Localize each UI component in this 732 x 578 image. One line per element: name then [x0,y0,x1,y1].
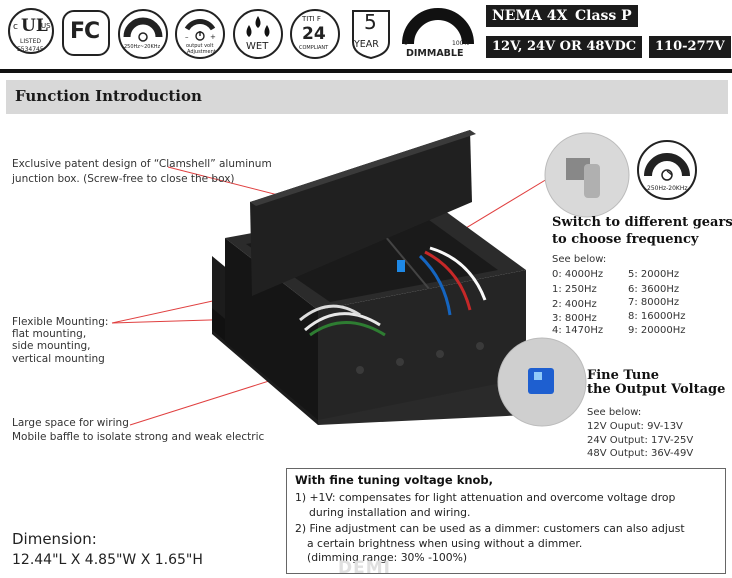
finetune-title-2: the Output Voltage [587,382,726,397]
dimmable-text: DIMMABLE [406,48,464,59]
freq-gear-6: 6: 3600Hz [628,284,680,295]
ul-prefix: c [13,22,18,32]
svg-text:–: – [185,33,189,41]
section-title: Function Introduction [15,87,202,105]
title24-head: TITI F [302,15,321,23]
dimension-value: 12.44"L X 4.85"W X 1.65"H [12,552,203,568]
frequency-dial-label: 250Hz-20KHz [647,185,688,192]
nema-tag: NEMA 4X [486,5,574,27]
input-voltage-tag: 110-277V [649,36,731,58]
warranty-word: YEAR [354,39,379,50]
ul-listed-text: LISTED [20,38,41,45]
dimmable-badge: 0 100% DIMMABLE [400,8,476,62]
shield-icon [352,10,390,60]
wet-location-badge: WET [233,9,283,59]
voltage-knob-note: With fine tuning voltage knob, 1) +1V: c… [286,468,726,574]
freq-gear-4: 4: 1470Hz [552,325,604,336]
title24-number: 24 [302,24,326,44]
watermark-text: DEMI [338,558,391,578]
frequency-knob-icon [644,153,690,181]
note-line-4: a certain brightness when using without … [307,537,583,550]
freq-gear-8: 8: 16000Hz [628,311,686,322]
ul-code-text: E534745 [17,46,44,53]
voltage-tag: 12V, 24V OR 48VDC [486,36,643,58]
frequency-dial-icon-large: 250Hz-20KHz [637,140,697,200]
frequency-range-text: 250Hz~20KHz [124,44,161,50]
finetune-24v: 24V Output: 17V-25V [587,435,694,446]
note-heading: With fine tuning voltage knob, [295,473,494,487]
freq-gear-9: 9: 20000Hz [628,325,686,336]
freq-gear-3: 3: 800Hz [552,313,597,324]
freq-gear-0: 0: 4000Hz [552,269,604,280]
header-divider [0,69,732,73]
output-volt-badge: – + output volt Adjustment [175,9,225,59]
junction-box-illustration [111,130,630,427]
note-line-1: 1) +1V: compensates for light attenuatio… [295,491,676,504]
output-volt-line2: Adjustment [187,49,216,55]
note-line-2: during installation and wiring. [309,506,471,519]
frequency-dial-badge: 250Hz~20KHz [118,9,168,59]
power-knob-icon: – + [184,18,216,41]
switch-title-1: Switch to different gears [552,215,732,230]
freq-gear-1: 1: 250Hz [552,284,597,295]
mounting-line-2: flat mounting, [12,328,87,340]
dimmer-arc-icon [402,8,474,45]
mounting-line-4: vertical mounting [12,353,105,365]
output-volt-line1: output volt [186,43,214,49]
note-line-3: 2) Fine adjustment can be used as a dimm… [295,522,685,535]
finetune-48v: 48V Output: 36V-49V [587,448,694,459]
finetune-12v: 12V Ouput: 9V-13V [587,421,683,432]
freq-gear-5: 5: 2000Hz [628,269,680,280]
switch-see-below: See below: [552,254,607,265]
finetune-title-1: Fine Tune [587,368,660,383]
freq-gear-2: 2: 400Hz [552,299,597,310]
dim-left-text: 0 [404,40,408,47]
fcc-mark: FC [70,19,100,44]
dim-right-text: 100% [452,40,470,47]
ul-listed-badge: c UL US [8,8,54,54]
ul-mark: UL [21,16,48,36]
ul-suffix: US [41,22,51,30]
finetune-see-below: See below: [587,407,642,418]
dial-icon [123,17,163,42]
water-drops-icon [246,16,270,37]
clamshell-line-1: Exclusive patent design of “Clamshell” a… [12,158,272,170]
wiring-line-1: Large space for wiring [12,417,129,429]
dimension-label: Dimension: [12,530,97,548]
section-header: Function Introduction [6,80,728,114]
switch-title-2: to choose frequency [552,232,699,247]
clamshell-line-2: junction box. (Screw-free to close the b… [12,173,235,185]
warranty-badge: 5 YEAR [350,8,392,60]
svg-text:+: + [210,33,216,41]
wet-text: WET [246,41,269,52]
title24-badge: TITI F 24 COMPLIANT [290,9,340,59]
mounting-line-1: Flexible Mounting: [12,316,109,328]
title24-foot: COMPLIANT [299,45,329,51]
note-line-5: (dimming range: 30% -100%) [307,551,468,564]
freq-gear-7: 7: 8000Hz [628,297,680,308]
wiring-line-2: Mobile baffle to isolate strong and weak… [12,431,265,443]
warranty-number: 5 [364,10,377,34]
fcc-badge: FC [62,10,110,56]
mounting-line-3: side mounting, [12,340,91,352]
class-tag: Class P [569,5,638,27]
